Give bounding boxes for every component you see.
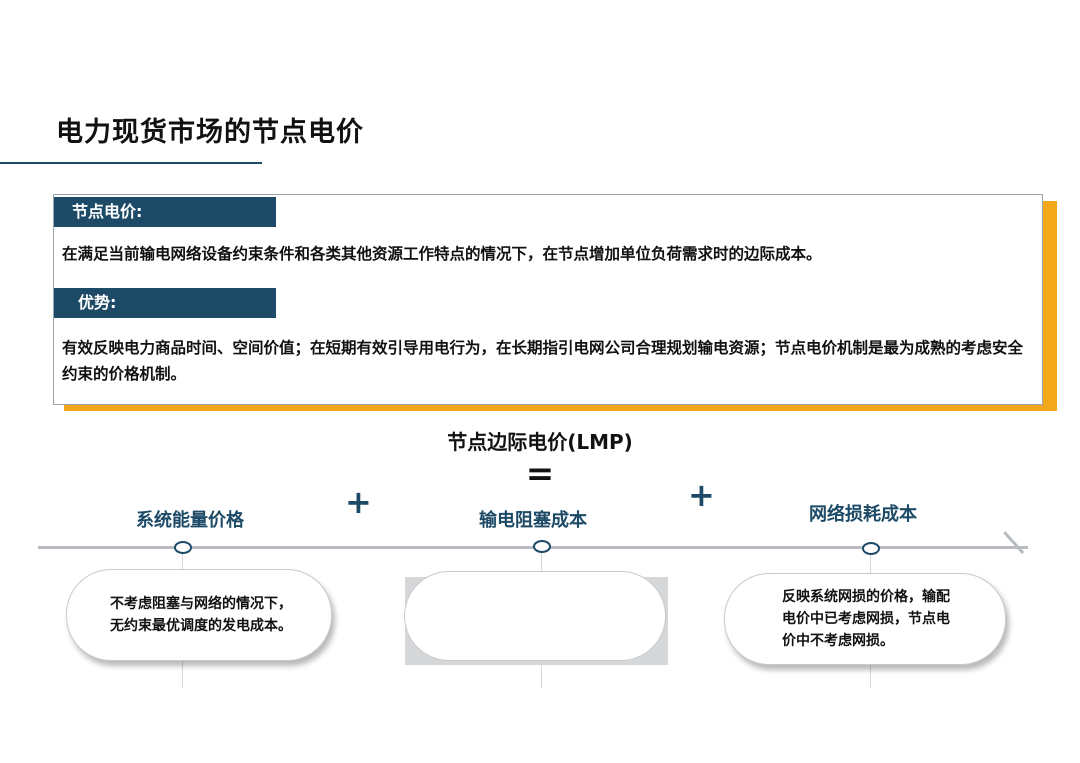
component-label-loss: 网络损耗成本 <box>809 504 917 525</box>
title-underline <box>0 162 262 164</box>
advantages-text: 有效反映电力商品时间、空间价值；在短期有效引导用电行为，在长期指引电网公司合理规… <box>62 339 1024 383</box>
description-line: 电价中已考虑网损，节点电 <box>782 611 950 627</box>
component-label-energy: 系统能量价格 <box>136 510 244 531</box>
congestion-cost-description-box <box>404 571 666 661</box>
description-line: 反映系统网损的价格，输配 <box>782 589 950 605</box>
lmp-definition-text: 在满足当前输电网络设备约束条件和各类其他资源工作特点的情况下，在节点增加单位负荷… <box>62 245 822 263</box>
equals-sign: = <box>525 454 555 494</box>
timeline-node <box>533 540 551 553</box>
description-line: 价中不考虑网损。 <box>782 633 894 649</box>
timeline-end-tick <box>1003 531 1025 554</box>
component-label-congestion: 输电阻塞成本 <box>479 510 587 531</box>
description-line: 不考虑阻塞与网络的情况下， <box>110 596 292 612</box>
plus-sign: + <box>688 476 715 514</box>
plus-sign: + <box>345 483 372 521</box>
lmp-formula-title: 节点边际电价(LMP) <box>447 430 633 454</box>
loss-cost-description-box: 反映系统网损的价格，输配 电价中已考虑网损，节点电 价中不考虑网损。 <box>724 573 1006 665</box>
page-title: 电力现货市场的节点电价 <box>56 117 364 148</box>
tag-lmp-definition: 节点电价: <box>54 197 276 227</box>
timeline-node <box>174 541 192 554</box>
definition-card: 节点电价: 在满足当前输电网络设备约束条件和各类其他资源工作特点的情况下，在节点… <box>53 194 1043 405</box>
tag-advantages: 优势: <box>54 288 276 318</box>
timeline-node <box>862 542 880 555</box>
description-line: 无约束最优调度的发电成本。 <box>110 618 292 634</box>
energy-price-description-box: 不考虑阻塞与网络的情况下， 无约束最优调度的发电成本。 <box>66 569 332 661</box>
